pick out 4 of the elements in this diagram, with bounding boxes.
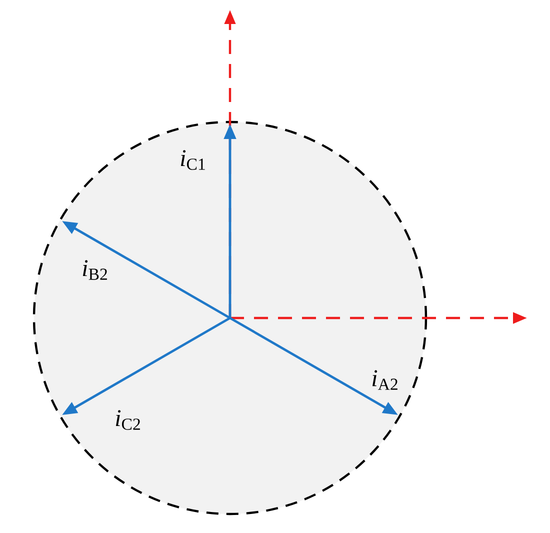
vector-label: i$_{C2}$ (116, 410, 140, 430)
vector-label: i$_{B2}$ (82, 260, 107, 280)
vector-label: i$_{A2}$ (372, 370, 398, 390)
vector-label: i$_{C1}$ (180, 150, 205, 170)
